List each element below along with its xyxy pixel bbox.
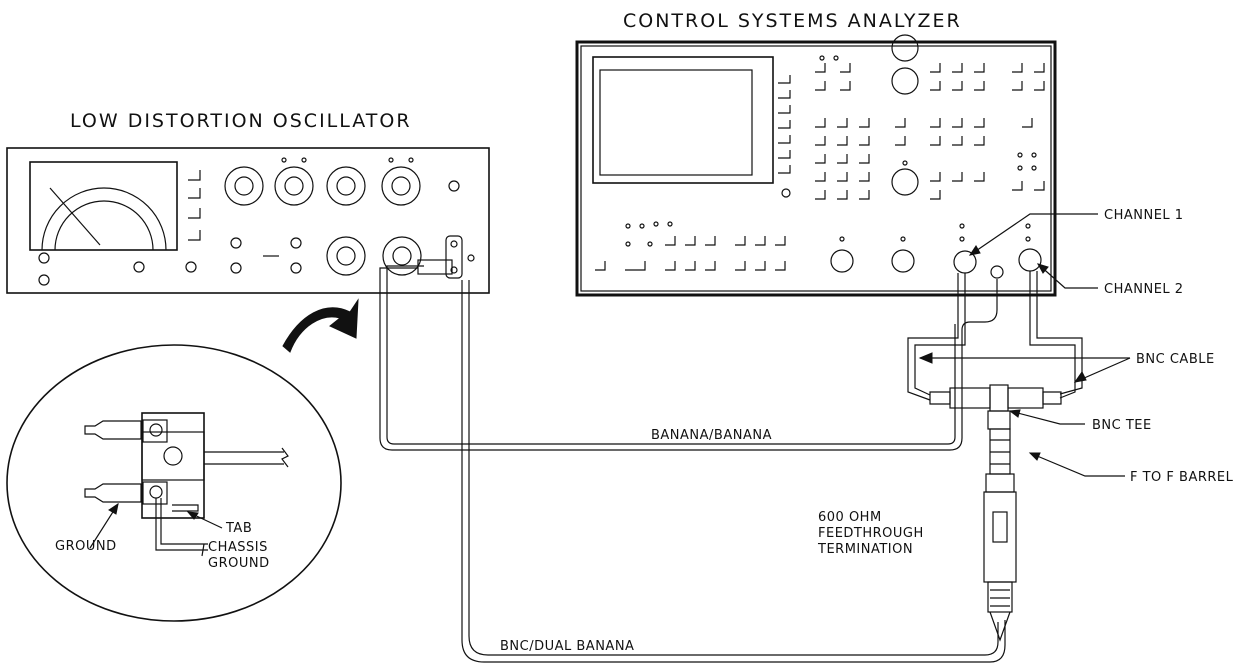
analyzer-knob-top <box>892 68 918 94</box>
zoom-arrow-icon <box>283 300 358 352</box>
bnc-dual-banana-label: BNC/DUAL BANANA <box>500 639 634 654</box>
bnc-tee <box>930 385 1061 429</box>
analyzer-lower-keys <box>595 222 914 272</box>
oscillator-output-connector <box>418 236 474 278</box>
analyzer-screen <box>593 57 773 183</box>
ground-connector <box>991 266 1003 278</box>
connector-detail-inset <box>7 345 341 621</box>
bnc-cable-label: BNC CABLE <box>1136 352 1215 367</box>
analyzer-keypad <box>815 35 1044 199</box>
analyzer-knob-b <box>892 250 914 272</box>
channel-2-connector <box>1019 249 1041 271</box>
analyzer-knob-a <box>831 250 853 272</box>
chassis-ground-label-1: CHASSIS <box>208 540 268 555</box>
analyzer-channel-inputs <box>954 224 1041 278</box>
banana-plug-top <box>85 421 141 439</box>
bnc-dual-banana-cable <box>462 280 1005 662</box>
analyzer-title: CONTROL SYSTEMS ANALYZER <box>623 10 962 32</box>
chassis-ground-label-2: GROUND <box>208 556 270 571</box>
banana-plug-bottom <box>85 484 141 502</box>
termination-label-1: 600 OHM <box>818 510 882 525</box>
termination-label-3: TERMINATION <box>817 542 913 557</box>
bnc-tee-label: BNC TEE <box>1092 418 1152 433</box>
analyzer-knob-main <box>892 169 918 195</box>
low-distortion-oscillator <box>7 148 489 293</box>
termination-label-2: FEEDTHROUGH <box>818 526 924 541</box>
chassis-tab <box>172 505 198 511</box>
oscillator-title: LOW DISTORTION OSCILLATOR <box>70 110 412 132</box>
feedthrough-termination <box>984 429 1016 640</box>
banana-cable-label: BANANA/BANANA <box>651 428 772 443</box>
barrel-label: F TO F BARREL <box>1130 470 1234 485</box>
control-systems-analyzer <box>577 35 1055 295</box>
ground-label: GROUND <box>55 539 117 554</box>
tab-label: TAB <box>225 521 252 536</box>
oscillator-meter <box>30 162 177 250</box>
channel-2-label: CHANNEL 2 <box>1104 282 1184 297</box>
channel-1-label: CHANNEL 1 <box>1104 208 1184 223</box>
analyzer-softkeys <box>778 75 790 197</box>
